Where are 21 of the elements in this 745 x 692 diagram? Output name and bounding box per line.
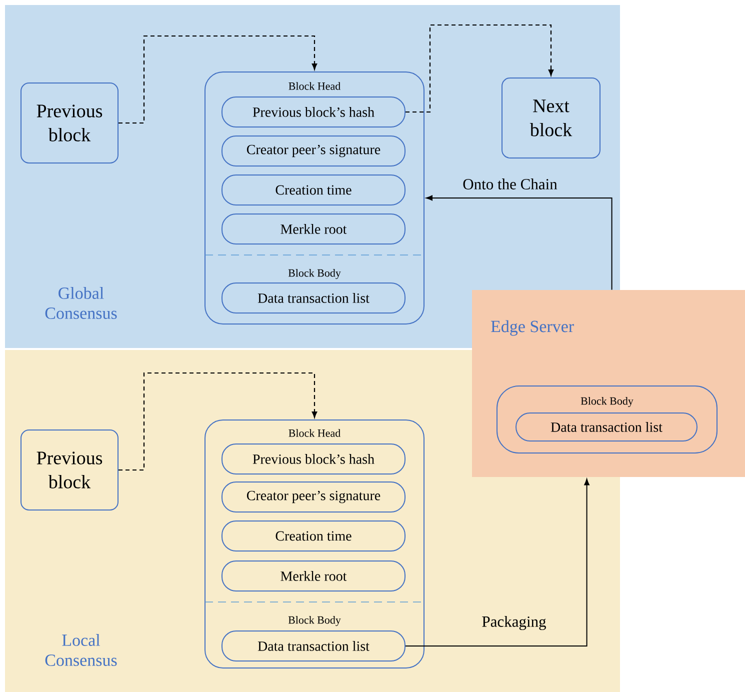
block-box: Previous block	[20, 82, 118, 164]
arrow	[405, 478, 590, 646]
arrow	[118, 35, 318, 124]
field-pill: Data transaction list	[222, 282, 406, 314]
field-pill: Creation time	[222, 520, 406, 552]
arrow	[118, 372, 318, 471]
block-box: Previous block	[20, 430, 118, 510]
field-pill: Creator peer’s signature	[222, 136, 406, 166]
arrow	[426, 195, 612, 290]
field-pill: Previous block’s hash	[222, 444, 406, 474]
field-pill: Data transaction list	[516, 412, 698, 442]
field-pill: Creator peer’s signature	[222, 482, 406, 512]
field-pill: Merkle root	[222, 560, 406, 592]
arrow	[406, 24, 554, 113]
edge-label: Onto the Chain	[462, 178, 558, 190]
edge-label: Packaging	[480, 614, 548, 632]
block-box: Next block	[502, 78, 600, 158]
field-pill: Data transaction list	[222, 630, 406, 662]
field-pill: Previous block’s hash	[222, 96, 406, 128]
field-pill: Creation time	[222, 174, 406, 206]
field-pill: Merkle root	[222, 214, 406, 244]
